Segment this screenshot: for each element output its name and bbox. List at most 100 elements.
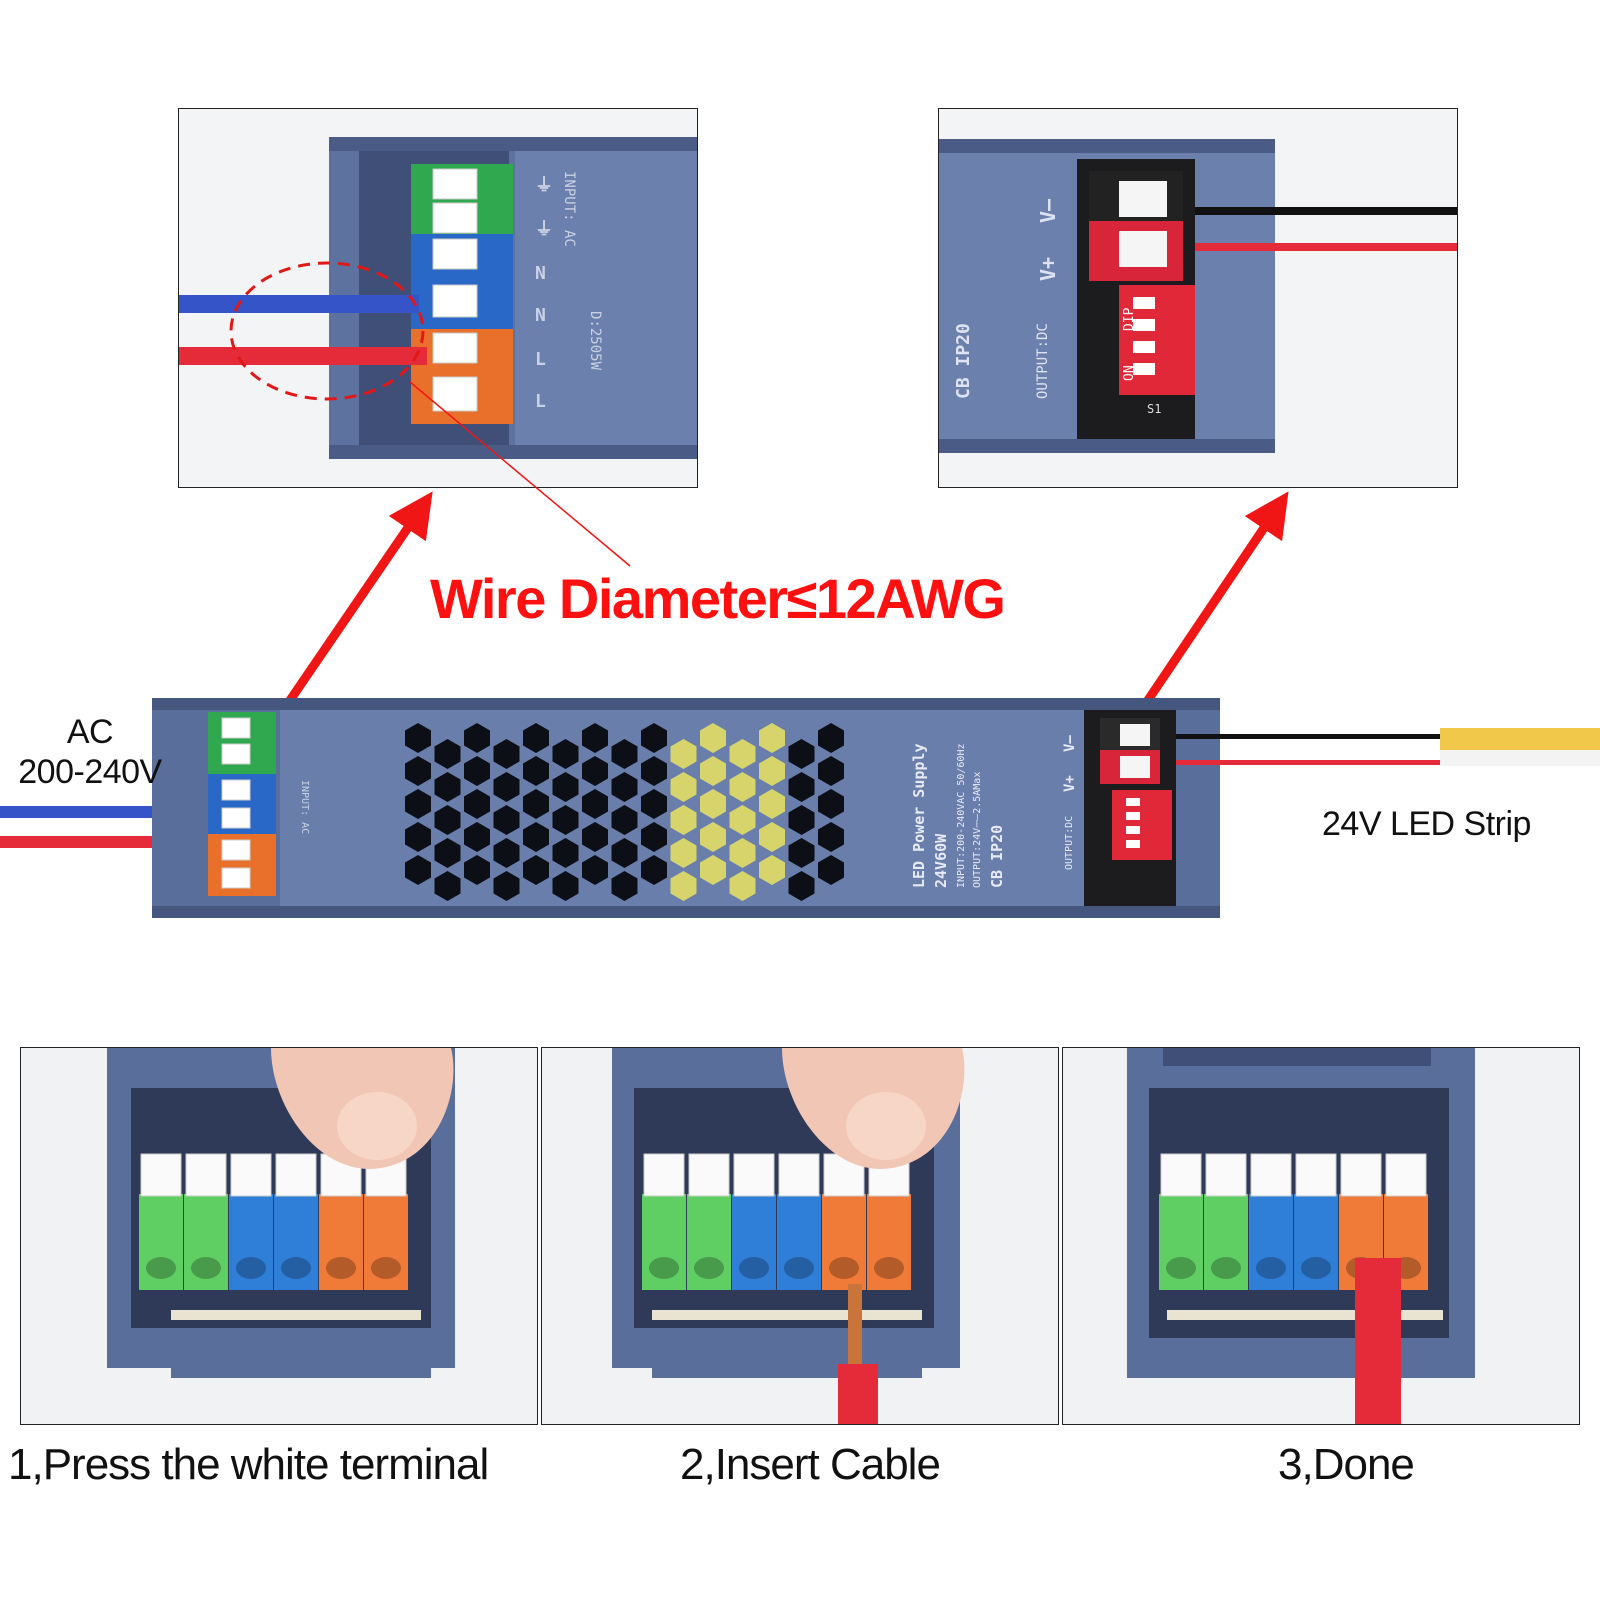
terminal-hole bbox=[1166, 1257, 1196, 1279]
vent-hole bbox=[729, 739, 756, 769]
wire-diameter-title: Wire Diameter≤12AWG bbox=[430, 567, 1006, 630]
step-1-illustration bbox=[21, 1048, 537, 1424]
vent-hole bbox=[788, 772, 815, 802]
vent-hole bbox=[818, 822, 844, 852]
vent-hole bbox=[788, 739, 815, 769]
vent-hole bbox=[523, 855, 549, 885]
terminal-lever bbox=[140, 1153, 182, 1197]
vent-hole bbox=[611, 739, 638, 769]
terminal-hole bbox=[784, 1257, 814, 1279]
terminal-mark-5: L bbox=[535, 349, 546, 370]
terminal-lever bbox=[1250, 1153, 1292, 1197]
cert-text: CB IP20 bbox=[988, 825, 1006, 888]
terminal-body bbox=[184, 1194, 228, 1290]
terminal-hole bbox=[829, 1257, 859, 1279]
vplus-text: V+ bbox=[1062, 775, 1078, 792]
vent-hole bbox=[464, 756, 490, 786]
vent-hole bbox=[788, 838, 815, 868]
detail-dip-on-text: ON bbox=[1122, 365, 1137, 381]
vent-hole bbox=[670, 838, 697, 868]
wire-callout-line bbox=[409, 381, 631, 567]
vent-hole bbox=[493, 805, 520, 835]
terminal-hole bbox=[874, 1257, 904, 1279]
vent-hole bbox=[405, 756, 431, 786]
vent-hole bbox=[523, 723, 549, 753]
terminal-hole bbox=[649, 1257, 679, 1279]
vent-hole bbox=[670, 805, 697, 835]
vent-hole bbox=[434, 838, 461, 868]
terminal-lever bbox=[1295, 1153, 1337, 1197]
terminal-body bbox=[687, 1194, 731, 1290]
vent-hole bbox=[611, 805, 638, 835]
terminal-hole bbox=[236, 1257, 266, 1279]
terminal-body bbox=[777, 1194, 821, 1290]
output-arrow bbox=[1136, 491, 1289, 715]
terminal-mark-3: N bbox=[535, 263, 546, 284]
terminal-lever bbox=[1160, 1153, 1202, 1197]
ac-label-line2: 200-240V bbox=[18, 753, 162, 791]
terminal-body bbox=[642, 1194, 686, 1290]
terminal-lever bbox=[230, 1153, 272, 1197]
terminal-hole bbox=[1256, 1257, 1286, 1279]
vent-hole bbox=[700, 789, 726, 819]
vent-hole bbox=[641, 822, 667, 852]
terminal-hole bbox=[739, 1257, 769, 1279]
vent-hole bbox=[641, 855, 667, 885]
ac-voltage-label: AC 200-240V bbox=[0, 712, 180, 792]
vent-hole bbox=[464, 723, 490, 753]
detail-vminus-text: V– bbox=[1036, 198, 1060, 223]
vent-hole bbox=[641, 756, 667, 786]
vent-hole bbox=[729, 772, 756, 802]
terminal-hole bbox=[694, 1257, 724, 1279]
vent-hole bbox=[670, 739, 697, 769]
terminal-mark-4: N bbox=[535, 305, 546, 326]
output-terminal-detail-illustration: CB IP20 OUTPUT:DC V+ V– ON DIP S1 bbox=[939, 109, 1457, 487]
vent-hole bbox=[523, 789, 549, 819]
rating-input-text: INPUT:200-240VAC 50/60Hz bbox=[956, 744, 967, 889]
housing-input-ac-text: INPUT: AC bbox=[561, 171, 577, 247]
vent-hole bbox=[582, 822, 608, 852]
terminal-body bbox=[274, 1194, 318, 1290]
vent-hole bbox=[552, 838, 579, 868]
vent-hole bbox=[670, 772, 697, 802]
vent-hole bbox=[729, 838, 756, 868]
vent-hole bbox=[611, 838, 638, 868]
vent-hole bbox=[405, 855, 431, 885]
vent-hole bbox=[434, 772, 461, 802]
vent-hole bbox=[552, 772, 579, 802]
terminal-lever bbox=[185, 1153, 227, 1197]
terminal-lever bbox=[643, 1153, 685, 1197]
vent-hole bbox=[700, 756, 726, 786]
vent-hole bbox=[582, 723, 608, 753]
vent-hole bbox=[552, 739, 579, 769]
vent-hole bbox=[729, 805, 756, 835]
vent-hole bbox=[611, 772, 638, 802]
vent-hole bbox=[582, 756, 608, 786]
vent-hole bbox=[434, 871, 461, 901]
input-arrow bbox=[278, 491, 433, 715]
terminal-lever bbox=[688, 1153, 730, 1197]
terminal-body bbox=[822, 1194, 866, 1290]
vent-hole bbox=[523, 756, 549, 786]
vent-hole bbox=[405, 723, 431, 753]
vent-hole bbox=[464, 855, 490, 885]
terminal-hole bbox=[1211, 1257, 1241, 1279]
vminus-text: V– bbox=[1062, 735, 1078, 752]
vent-hole bbox=[611, 871, 638, 901]
vent-hole bbox=[434, 739, 461, 769]
vent-hole bbox=[700, 822, 726, 852]
step-2-illustration bbox=[542, 1048, 1058, 1424]
terminal-lever bbox=[1340, 1153, 1382, 1197]
vent-hole bbox=[464, 789, 490, 819]
terminal-body bbox=[364, 1194, 408, 1290]
vent-hole bbox=[700, 723, 726, 753]
vent-hole bbox=[552, 871, 579, 901]
vent-hole bbox=[493, 772, 520, 802]
terminal-hole bbox=[281, 1257, 311, 1279]
step-1-caption: 1,Press the white terminal bbox=[8, 1440, 489, 1489]
vent-hole bbox=[582, 855, 608, 885]
detail-vplus-text: V+ bbox=[1036, 257, 1060, 281]
product-name-text: LED Power Supply bbox=[910, 744, 928, 889]
vent-hole bbox=[788, 871, 815, 901]
terminal-body bbox=[229, 1194, 273, 1290]
